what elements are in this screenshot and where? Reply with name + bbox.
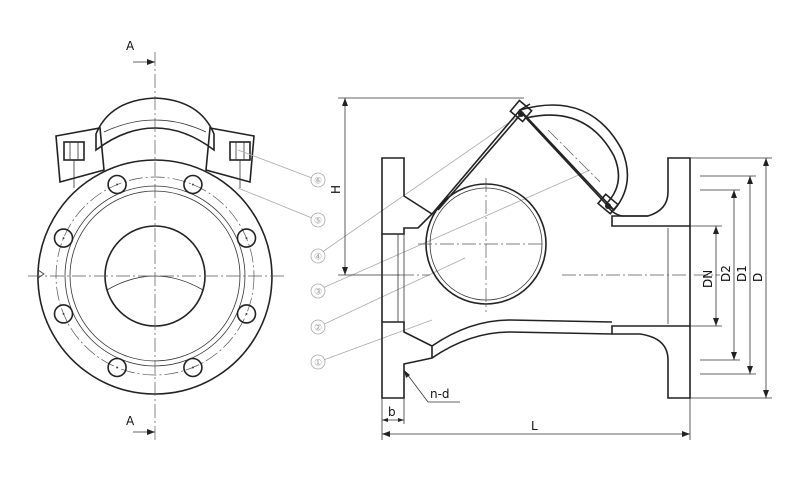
left-flange-top bbox=[381, 157, 434, 235]
bolt-hole bbox=[107, 357, 127, 378]
bolt-holes bbox=[53, 174, 257, 378]
balloon-6: ⑥ bbox=[314, 177, 322, 187]
right-flange-top bbox=[611, 157, 691, 227]
bolt-hole-center bbox=[191, 366, 194, 369]
section-view bbox=[381, 99, 720, 399]
bolt-hole-center bbox=[245, 312, 248, 315]
left-bolt-lug bbox=[55, 127, 105, 184]
dim-H: H bbox=[329, 185, 343, 194]
dim-b: b bbox=[388, 405, 396, 419]
bolt-hole-center bbox=[62, 237, 65, 240]
balloon-1: ① bbox=[314, 359, 322, 369]
bolt-hole bbox=[236, 304, 257, 324]
bolt-hole bbox=[183, 174, 203, 195]
bolt-hole-center bbox=[116, 366, 119, 369]
bolt-hole-center bbox=[116, 183, 119, 186]
balloon-5: ⑤ bbox=[314, 217, 322, 227]
dim-D1: D1 bbox=[735, 265, 749, 282]
bolt-hole bbox=[107, 174, 127, 195]
dimensions: H DN D2 D1 D L bbox=[329, 97, 772, 440]
bolt-hole bbox=[236, 228, 257, 248]
bolt-hole-center bbox=[62, 312, 65, 315]
body-lower-wall bbox=[431, 319, 613, 347]
balloons: ⑥ ⑤ ④ ③ ② ① bbox=[310, 172, 326, 370]
bolt-hole-center bbox=[191, 183, 194, 186]
right-bolt-lug bbox=[205, 127, 255, 184]
flange-outer bbox=[37, 159, 273, 395]
balloon-4: ④ bbox=[314, 253, 322, 263]
cover-yoke bbox=[95, 97, 215, 152]
balloon-3: ③ bbox=[314, 288, 322, 298]
bolt-hole bbox=[53, 304, 74, 324]
right-flange-bottom bbox=[611, 325, 691, 399]
dim-L: L bbox=[531, 419, 538, 433]
bolt-hole bbox=[53, 228, 74, 248]
left-bolt-head bbox=[63, 141, 85, 161]
cover-bolt-bottom bbox=[596, 193, 620, 215]
balloon-leaders bbox=[237, 114, 591, 363]
dim-D: D bbox=[751, 273, 765, 282]
dim-D2: D2 bbox=[719, 265, 733, 282]
cover-bolt-top bbox=[509, 99, 533, 123]
bonnet-cover bbox=[518, 104, 629, 212]
bolt-hole bbox=[183, 357, 203, 378]
section-mark-bottom: A bbox=[126, 414, 135, 428]
balloon-2: ② bbox=[314, 324, 322, 334]
section-mark-top: A bbox=[126, 39, 135, 53]
left-flange-bottom bbox=[381, 321, 433, 399]
dim-DN: DN bbox=[701, 270, 715, 288]
bolt-hole-center bbox=[245, 237, 248, 240]
end-view: A A bbox=[28, 39, 285, 440]
dim-n-d: n-d bbox=[430, 387, 450, 401]
